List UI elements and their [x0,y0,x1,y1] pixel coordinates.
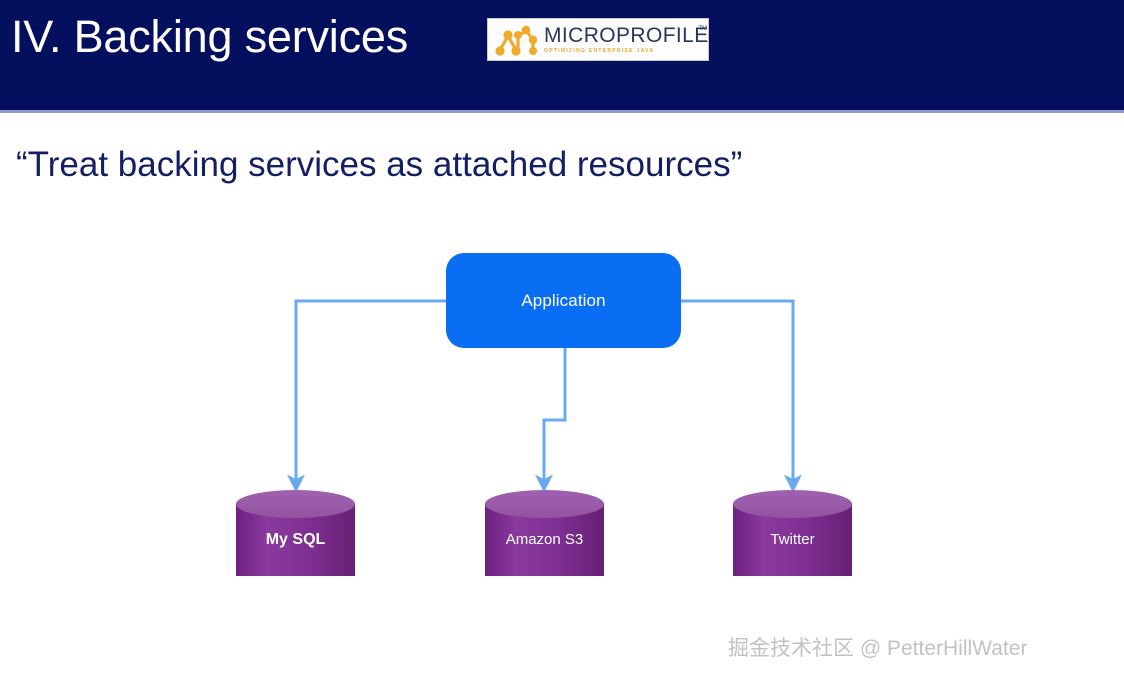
service-node-label: Twitter [770,531,815,548]
microprofile-mark-icon [495,25,538,56]
page-title: IV. Backing services [11,11,409,62]
application-node-label: Application [521,290,606,310]
service-node-mysql[interactable]: My SQL [236,490,355,590]
connector-app-to-amazon-s3 [535,348,567,493]
service-node-label: My SQL [265,531,326,548]
microprofile-logo-text: MICROPROFILE OPTIMIZING ENTERPRISE JAVA … [544,25,708,55]
cylinder-bottom [485,548,604,576]
connector-app-to-mysql [287,299,446,493]
header-underline [0,110,1124,113]
application-node[interactable]: Application [446,253,681,348]
service-node-amazon-s3[interactable]: Amazon S3 [485,490,604,590]
microprofile-logo: MICROPROFILE OPTIMIZING ENTERPRISE JAVA … [487,18,709,61]
cylinder-bottom [236,548,355,576]
watermark-text: 掘金技术社区 @ PetterHillWater [728,637,1028,660]
cylinder-top [485,490,604,518]
service-node-twitter[interactable]: Twitter [733,490,852,590]
connector-app-to-twitter [681,299,803,493]
quote-text: “Treat backing services as attached reso… [16,145,743,184]
microprofile-wordmark: MICROPROFILE [544,24,708,47]
microprofile-trademark: TM [698,25,707,32]
service-node-label: Amazon S3 [505,531,584,548]
cylinder-top [236,490,355,518]
cylinder-bottom [733,548,852,576]
cylinder-top [733,490,852,518]
microprofile-tagline: OPTIMIZING ENTERPRISE JAVA [544,47,655,54]
